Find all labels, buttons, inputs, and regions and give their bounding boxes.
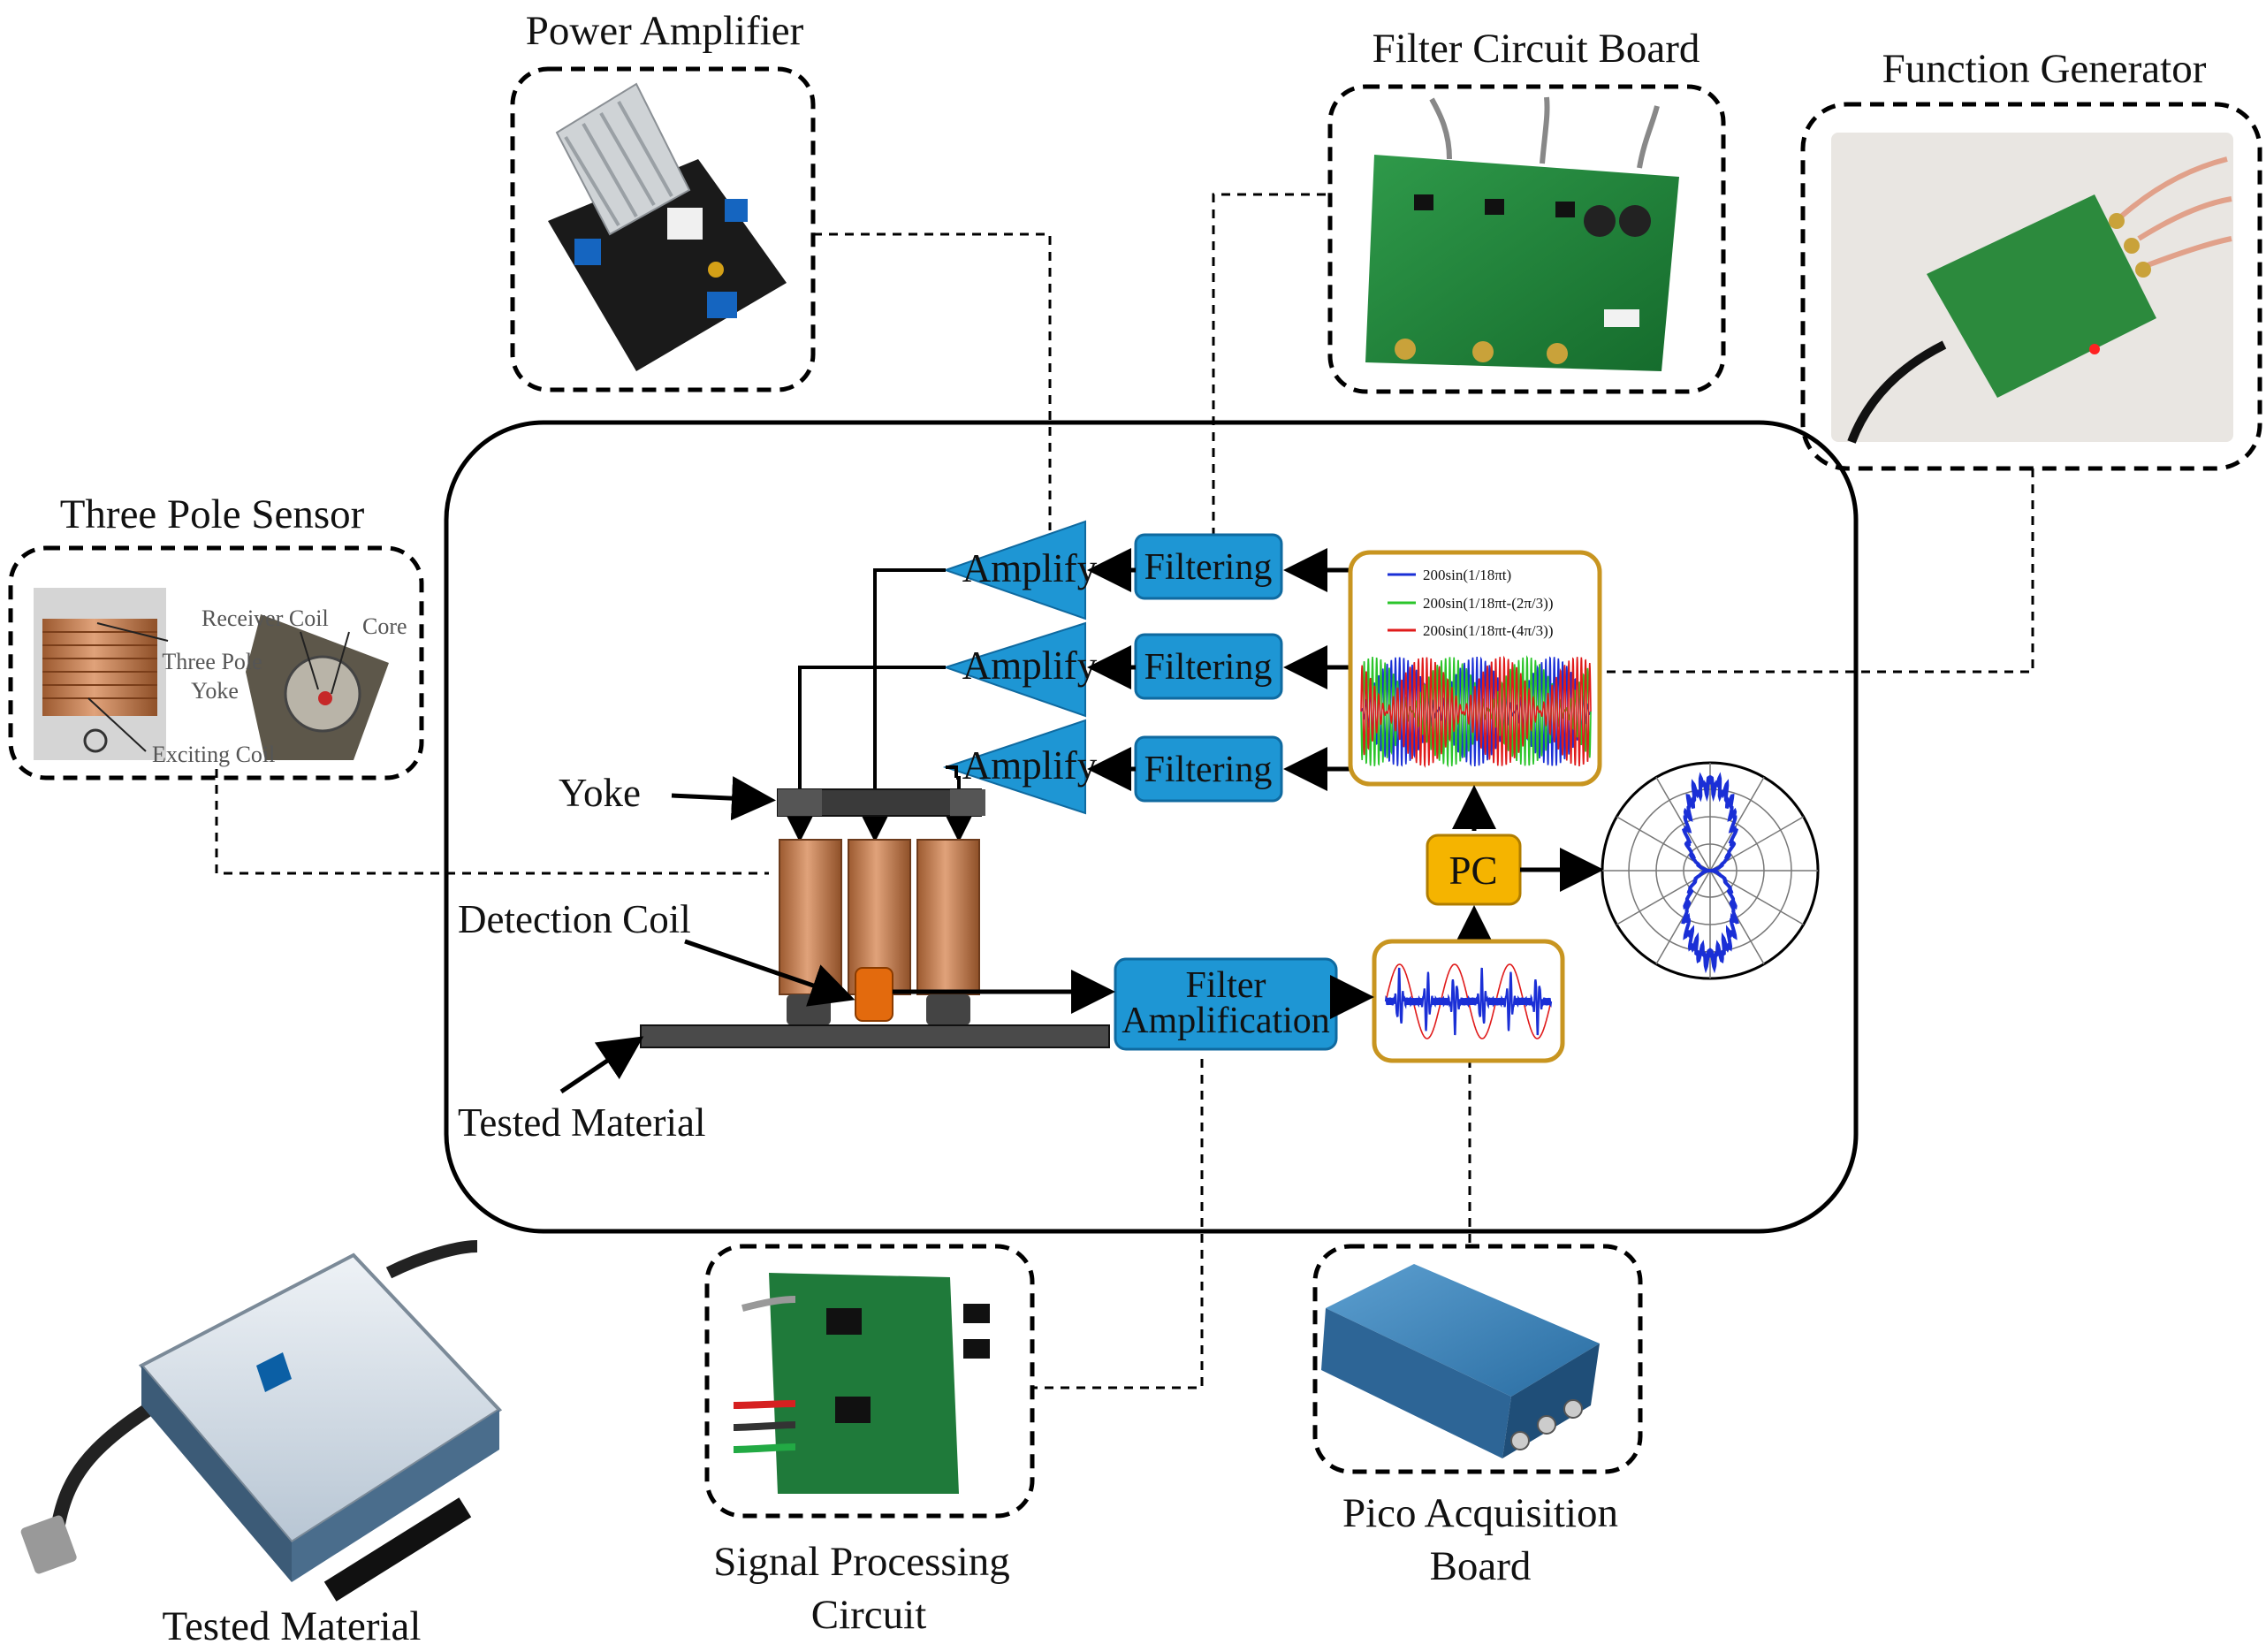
caption-signal-processing-line2: Circuit — [811, 1592, 927, 1638]
filter-amp-label-2: Amplification — [1122, 1001, 1330, 1041]
caption-function-generator: Function Generator — [1882, 46, 2207, 92]
polar-figure-eight — [1681, 772, 1739, 974]
amplify-block-2 — [942, 621, 1086, 718]
filter-circuit-board-photo — [1365, 96, 1679, 371]
caption-power-amplifier: Power Amplifier — [526, 8, 804, 54]
ni-daq-photo — [20, 1240, 503, 1602]
power-amplifier-photo — [548, 82, 787, 371]
three-pole-sensor-photo — [34, 588, 389, 760]
filter-circuit-board-frame — [1327, 84, 1726, 394]
filtering-box-1 — [1134, 533, 1283, 600]
label-tested-material: Tested Material — [458, 1100, 705, 1145]
caption-three-pole-sensor: Three Pole Sensor — [60, 491, 365, 537]
caption-filter-circuit-board: Filter Circuit Board — [1373, 26, 1700, 72]
label-yoke: Yoke — [559, 771, 641, 815]
amplify-label-2: Amplify — [962, 643, 1098, 688]
caption-signal-processing-line1: Signal Processing — [713, 1539, 1010, 1585]
main-system-frame — [444, 420, 1859, 1234]
legend-series-2: 200sin(1/18πt-(2π/3)) — [1423, 595, 1553, 612]
sensor-label-core: Core — [362, 613, 407, 639]
coil-3 — [916, 839, 980, 995]
pulse-waveform — [1384, 963, 1553, 1039]
pico-photo — [1321, 1264, 1600, 1458]
signal-processing-photo — [733, 1273, 990, 1494]
caption-pico-line2: Board — [1430, 1543, 1532, 1589]
phase-wave-3 — [1360, 655, 1592, 768]
legend-series-1: 200sin(1/18πt) — [1423, 567, 1511, 583]
arrows-filter-to-amp — [1087, 548, 1136, 791]
polar-lobe-curve — [1681, 772, 1739, 974]
filter-amp-label-1: Filter — [1186, 965, 1266, 1006]
three-phase-waveforms — [1360, 655, 1592, 768]
sensor-label-yoke: Yoke — [191, 678, 239, 704]
waveform-legend — [1388, 573, 1416, 632]
amplify-label-3: Amplify — [962, 743, 1098, 788]
filtering-label-1: Filtering — [1144, 547, 1273, 588]
amplify-blocks — [942, 520, 1086, 815]
caption-pico-line1: Pico Acquisition — [1342, 1490, 1618, 1536]
coil-1 — [779, 839, 842, 995]
detection-coil-shape — [855, 967, 893, 1022]
function-generator-photo — [1831, 133, 2233, 444]
dashed-connectors — [215, 193, 2034, 1389]
tested-material-plate — [640, 1024, 1110, 1048]
amplify-block-3 — [942, 719, 1086, 815]
arrows-wave-to-filter — [1283, 548, 1350, 791]
arrow-yoke-label — [671, 776, 776, 821]
power-amplifier-frame — [510, 66, 816, 392]
polar-plot — [1601, 761, 1820, 980]
label-detection-coil: Detection Coil — [458, 897, 691, 941]
yoke-assembly — [640, 788, 1110, 1048]
pico-frame — [1312, 1244, 1643, 1474]
caption-tested-material-photo: Tested Material — [163, 1603, 422, 1649]
filtering-label-2: Filtering — [1144, 647, 1273, 688]
sensor-label-three-pole: Three Pole — [162, 649, 262, 674]
function-generator-frame — [1800, 102, 2262, 471]
sensor-label-exciting-coil: Exciting Coil — [152, 742, 275, 767]
three-pole-sensor-frame — [8, 545, 424, 780]
arrow-tested-material-label — [559, 1036, 644, 1094]
filtering-label-3: Filtering — [1144, 750, 1273, 790]
signal-processing-frame — [704, 1244, 1035, 1519]
pulse-response-signal — [1384, 967, 1553, 1036]
amplify-block-1 — [942, 520, 1086, 620]
amplify-label-1: Amplify — [962, 546, 1098, 590]
pc-label: PC — [1449, 849, 1497, 893]
sensor-label-receiver-coil: Receiver Coil — [202, 605, 329, 631]
legend-series-3: 200sin(1/18πt-(4π/3)) — [1423, 622, 1553, 639]
arrow-detection-label — [684, 939, 855, 1007]
